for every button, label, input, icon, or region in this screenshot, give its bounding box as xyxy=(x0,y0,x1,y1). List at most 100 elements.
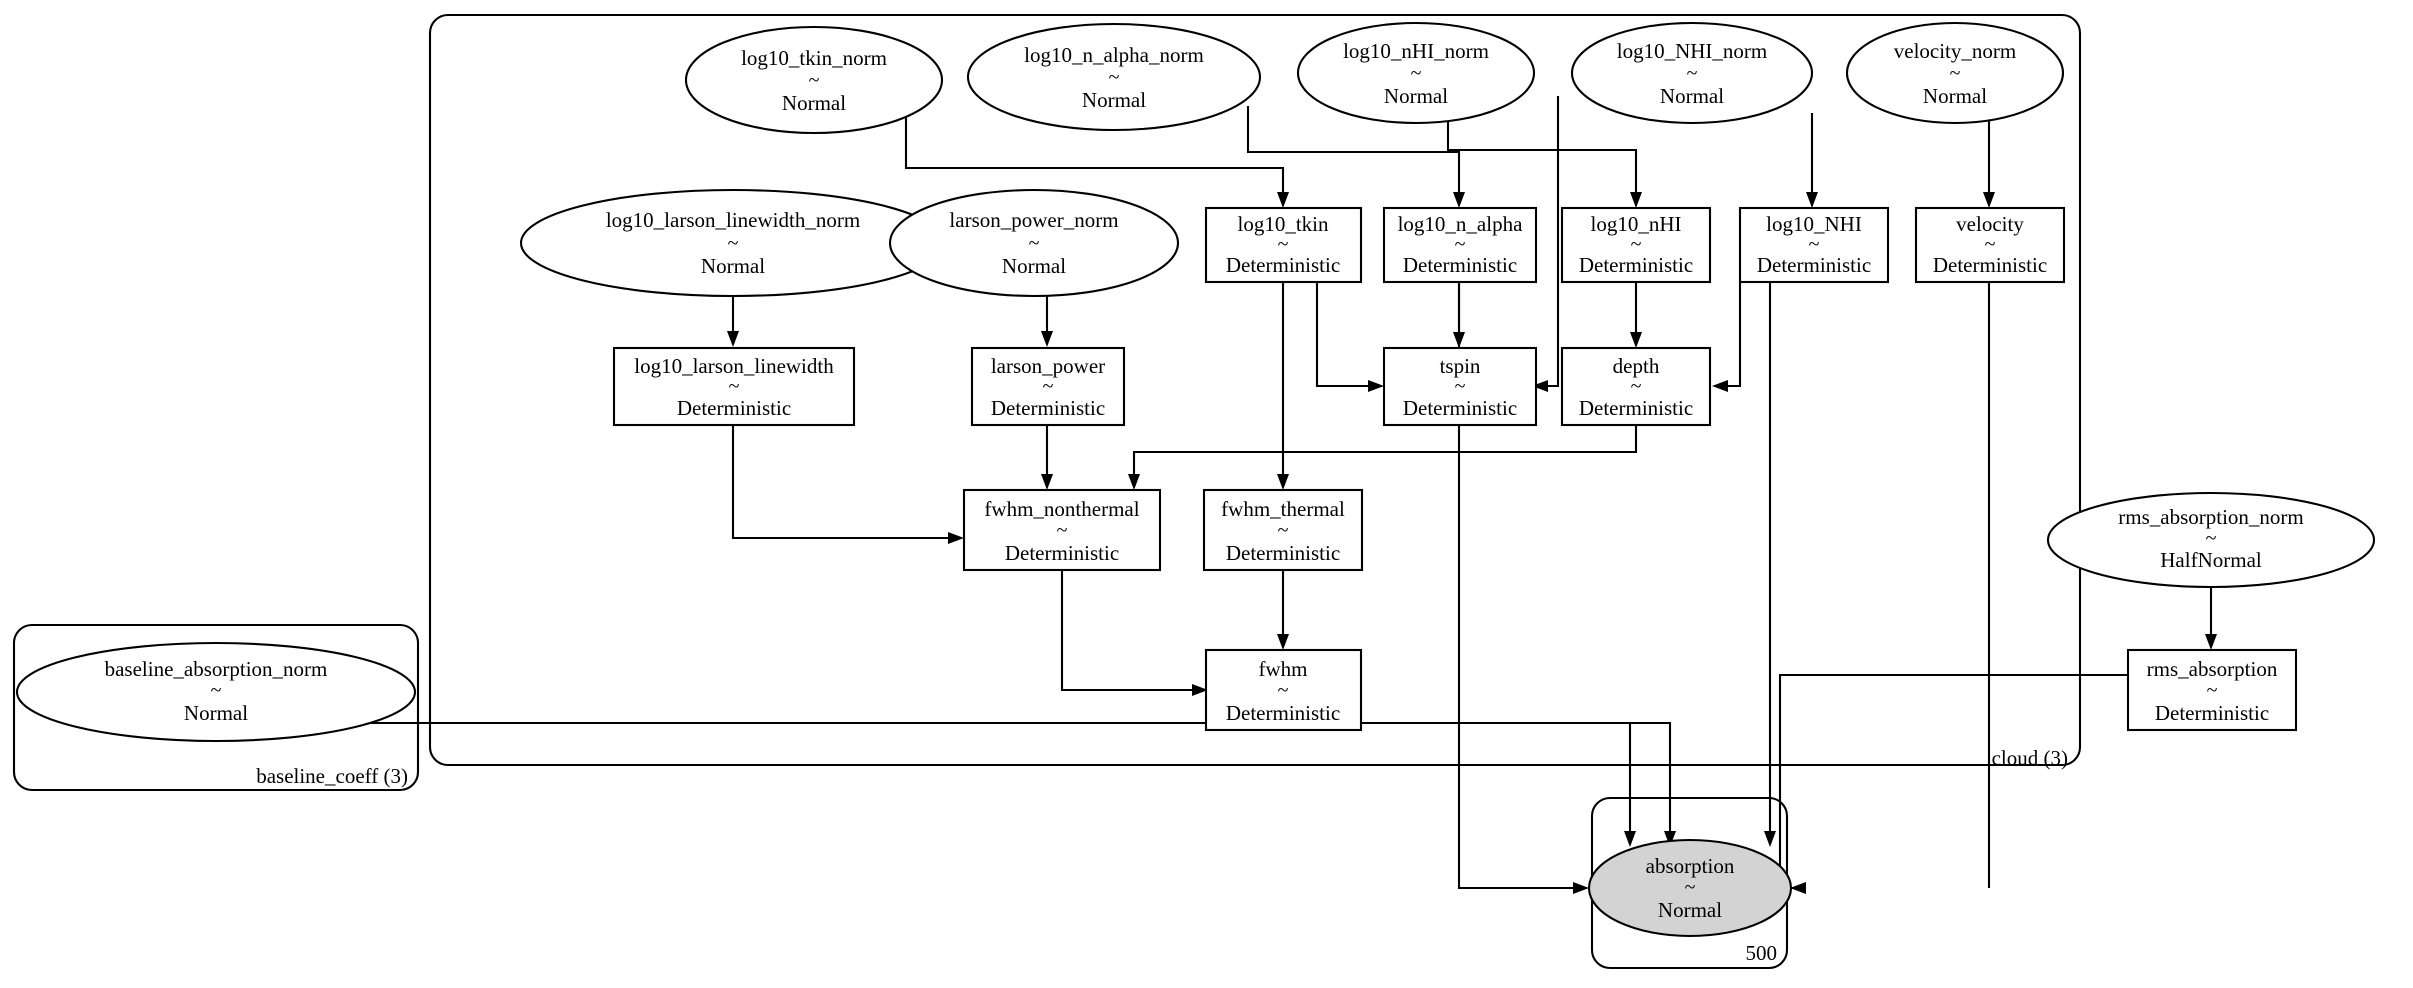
node-log10_nHI[interactable]: log10_nHI ~ Deterministic xyxy=(1560,206,1712,284)
node-log10_nHI_norm-name: log10_nHI_norm xyxy=(1343,39,1489,63)
node-baseline_absorption_norm-name: baseline_absorption_norm xyxy=(105,657,328,681)
node-baseline_absorption_norm[interactable]: baseline_absorption_norm ~ Normal xyxy=(15,641,417,743)
node-log10_NHI-tilde: ~ xyxy=(1809,234,1820,256)
node-log10_tkin_norm-dist: Normal xyxy=(782,91,846,115)
node-larson_power_norm-dist: Normal xyxy=(1002,254,1066,278)
edge-log10_tkin-to-tspin xyxy=(1315,282,1384,392)
node-rms_absorption[interactable]: rms_absorption ~ Deterministic xyxy=(2126,648,2298,732)
node-log10_larson_linewidth[interactable]: log10_larson_linewidth ~ Deterministic xyxy=(612,346,856,427)
node-log10_larson_linewidth_norm-tilde: ~ xyxy=(728,233,739,255)
node-log10_NHI_norm[interactable]: log10_NHI_norm ~ Normal xyxy=(1570,21,1814,125)
node-log10_tkin_norm[interactable]: log10_tkin_norm ~ Normal xyxy=(684,25,944,135)
node-fwhm_thermal[interactable]: fwhm_thermal ~ Deterministic xyxy=(1202,488,1364,572)
node-fwhm-tilde: ~ xyxy=(1278,680,1289,702)
plate-cloud-label: cloud (3) xyxy=(1992,746,2068,770)
node-baseline_absorption_norm-tilde: ~ xyxy=(211,680,222,702)
edge-fwhm_thermal-to-fwhm xyxy=(1277,570,1289,650)
node-rms_absorption_norm[interactable]: rms_absorption_norm ~ HalfNormal xyxy=(2046,491,2376,589)
node-log10_n_alpha_norm-name: log10_n_alpha_norm xyxy=(1024,43,1204,67)
node-fwhm_nonthermal[interactable]: fwhm_nonthermal ~ Deterministic xyxy=(962,488,1162,572)
node-larson_power_norm-name: larson_power_norm xyxy=(949,208,1118,232)
node-rms_absorption_norm-tilde: ~ xyxy=(2206,528,2217,550)
edge-log10_NHI-to-absorption xyxy=(1764,282,1776,847)
node-velocity-name: velocity xyxy=(1956,212,2024,236)
node-rms_absorption-name: rms_absorption xyxy=(2147,657,2278,681)
node-log10_NHI_norm-name: log10_NHI_norm xyxy=(1617,39,1768,63)
node-log10_tkin[interactable]: log10_tkin ~ Deterministic xyxy=(1204,206,1363,284)
node-depth-dist: Deterministic xyxy=(1579,396,1693,420)
node-larson_power[interactable]: larson_power ~ Deterministic xyxy=(970,346,1126,427)
node-velocity[interactable]: velocity ~ Deterministic xyxy=(1914,206,2066,284)
node-tspin[interactable]: tspin ~ Deterministic xyxy=(1382,346,1538,427)
node-rms_absorption-dist: Deterministic xyxy=(2155,701,2269,725)
node-log10_nHI-dist: Deterministic xyxy=(1579,253,1693,277)
node-fwhm-name: fwhm xyxy=(1259,657,1308,681)
node-log10_n_alpha-name: log10_n_alpha xyxy=(1398,212,1523,236)
node-velocity_norm-dist: Normal xyxy=(1923,84,1987,108)
node-log10_NHI-dist: Deterministic xyxy=(1757,253,1871,277)
node-larson_power-dist: Deterministic xyxy=(991,396,1105,420)
node-larson_power-name: larson_power xyxy=(991,354,1105,378)
node-tspin-tilde: ~ xyxy=(1455,376,1466,398)
edge-log10_nHI-to-tspin xyxy=(1532,96,1560,392)
node-absorption[interactable]: absorption ~ Normal xyxy=(1587,838,1793,938)
node-log10_n_alpha_norm-tilde: ~ xyxy=(1109,67,1120,89)
edge-log10_NHI-to-depth xyxy=(1712,282,1742,392)
edges-layer xyxy=(258,96,2217,894)
node-depth-name: depth xyxy=(1613,354,1660,378)
edge-log10_NHI_norm-to-log10_NHI xyxy=(1806,113,1818,208)
node-log10_larson_linewidth_norm[interactable]: log10_larson_linewidth_norm ~ Normal xyxy=(519,188,947,298)
node-log10_NHI[interactable]: log10_NHI ~ Deterministic xyxy=(1738,206,1890,284)
edge-velocity_norm-to-velocity xyxy=(1983,113,1995,208)
node-absorption-dist: Normal xyxy=(1658,898,1722,922)
plate-cloud xyxy=(428,13,2082,767)
node-rms_absorption_norm-name: rms_absorption_norm xyxy=(2118,505,2303,529)
node-depth-tilde: ~ xyxy=(1631,376,1642,398)
node-log10_nHI-tilde: ~ xyxy=(1631,234,1642,256)
edge-baseline_absorption_norm-to-absorption xyxy=(258,721,1636,847)
edge-tspin-to-absorption xyxy=(1457,282,1589,894)
node-larson_power-tilde: ~ xyxy=(1043,376,1054,398)
node-log10_larson_linewidth-dist: Deterministic xyxy=(677,396,791,420)
edge-larson_power-to-fwhm_nonthermal xyxy=(1041,425,1053,490)
node-log10_nHI_norm[interactable]: log10_nHI_norm ~ Normal xyxy=(1296,21,1536,125)
edge-log10_nHI_norm-to-log10_nHI xyxy=(1446,96,1642,208)
node-fwhm_nonthermal-tilde: ~ xyxy=(1057,520,1068,542)
edge-fwhm-to-absorption xyxy=(1361,721,1676,847)
plate-obs-500-label: 500 xyxy=(1746,941,1778,965)
node-rms_absorption_norm-dist: HalfNormal xyxy=(2160,548,2262,572)
node-fwhm_nonthermal-name: fwhm_nonthermal xyxy=(984,497,1139,521)
plate-baseline-coeff xyxy=(12,623,420,792)
node-log10_nHI-name: log10_nHI xyxy=(1591,212,1682,236)
node-log10_NHI-name: log10_NHI xyxy=(1766,212,1862,236)
node-tspin-dist: Deterministic xyxy=(1403,396,1517,420)
node-depth[interactable]: depth ~ Deterministic xyxy=(1560,346,1712,427)
node-fwhm_thermal-dist: Deterministic xyxy=(1226,541,1340,565)
node-log10_larson_linewidth_norm-name: log10_larson_linewidth_norm xyxy=(606,208,860,232)
node-velocity-dist: Deterministic xyxy=(1933,253,2047,277)
edge-log10_n_alpha_norm-to-log10_n_alpha xyxy=(1246,106,1465,208)
node-absorption-tilde: ~ xyxy=(1685,877,1696,899)
node-log10_n_alpha-dist: Deterministic xyxy=(1403,253,1517,277)
node-fwhm_thermal-name: fwhm_thermal xyxy=(1221,497,1345,521)
edge-log10_larson_linewidth-to-fwhm_nonthermal xyxy=(731,425,964,544)
node-velocity_norm[interactable]: velocity_norm ~ Normal xyxy=(1845,21,2065,125)
node-log10_larson_linewidth_norm-dist: Normal xyxy=(701,254,765,278)
edge-rms_absorption-to-absorption xyxy=(1778,673,2128,894)
edge-fwhm_nonthermal-to-fwhm xyxy=(1060,570,1208,696)
edge-log10_tkin_norm-to-log10_tkin xyxy=(904,107,1289,208)
node-log10_n_alpha[interactable]: log10_n_alpha ~ Deterministic xyxy=(1382,206,1538,284)
edge-rms_absorption_norm-to-rms_absorption xyxy=(2205,580,2217,650)
node-fwhm[interactable]: fwhm ~ Deterministic xyxy=(1204,648,1363,732)
node-larson_power_norm[interactable]: larson_power_norm ~ Normal xyxy=(888,188,1180,298)
node-log10_NHI_norm-dist: Normal xyxy=(1660,84,1724,108)
node-log10_tkin-tilde: ~ xyxy=(1278,234,1289,256)
node-velocity_norm-tilde: ~ xyxy=(1950,63,1961,85)
node-baseline_absorption_norm-dist: Normal xyxy=(184,701,248,725)
node-log10_NHI_norm-tilde: ~ xyxy=(1687,63,1698,85)
node-log10_tkin_norm-name: log10_tkin_norm xyxy=(741,46,887,70)
node-log10_larson_linewidth-tilde: ~ xyxy=(729,376,740,398)
edge-log10_nHI-to-depth xyxy=(1630,282,1642,348)
node-log10_n_alpha_norm[interactable]: log10_n_alpha_norm ~ Normal xyxy=(966,22,1262,132)
